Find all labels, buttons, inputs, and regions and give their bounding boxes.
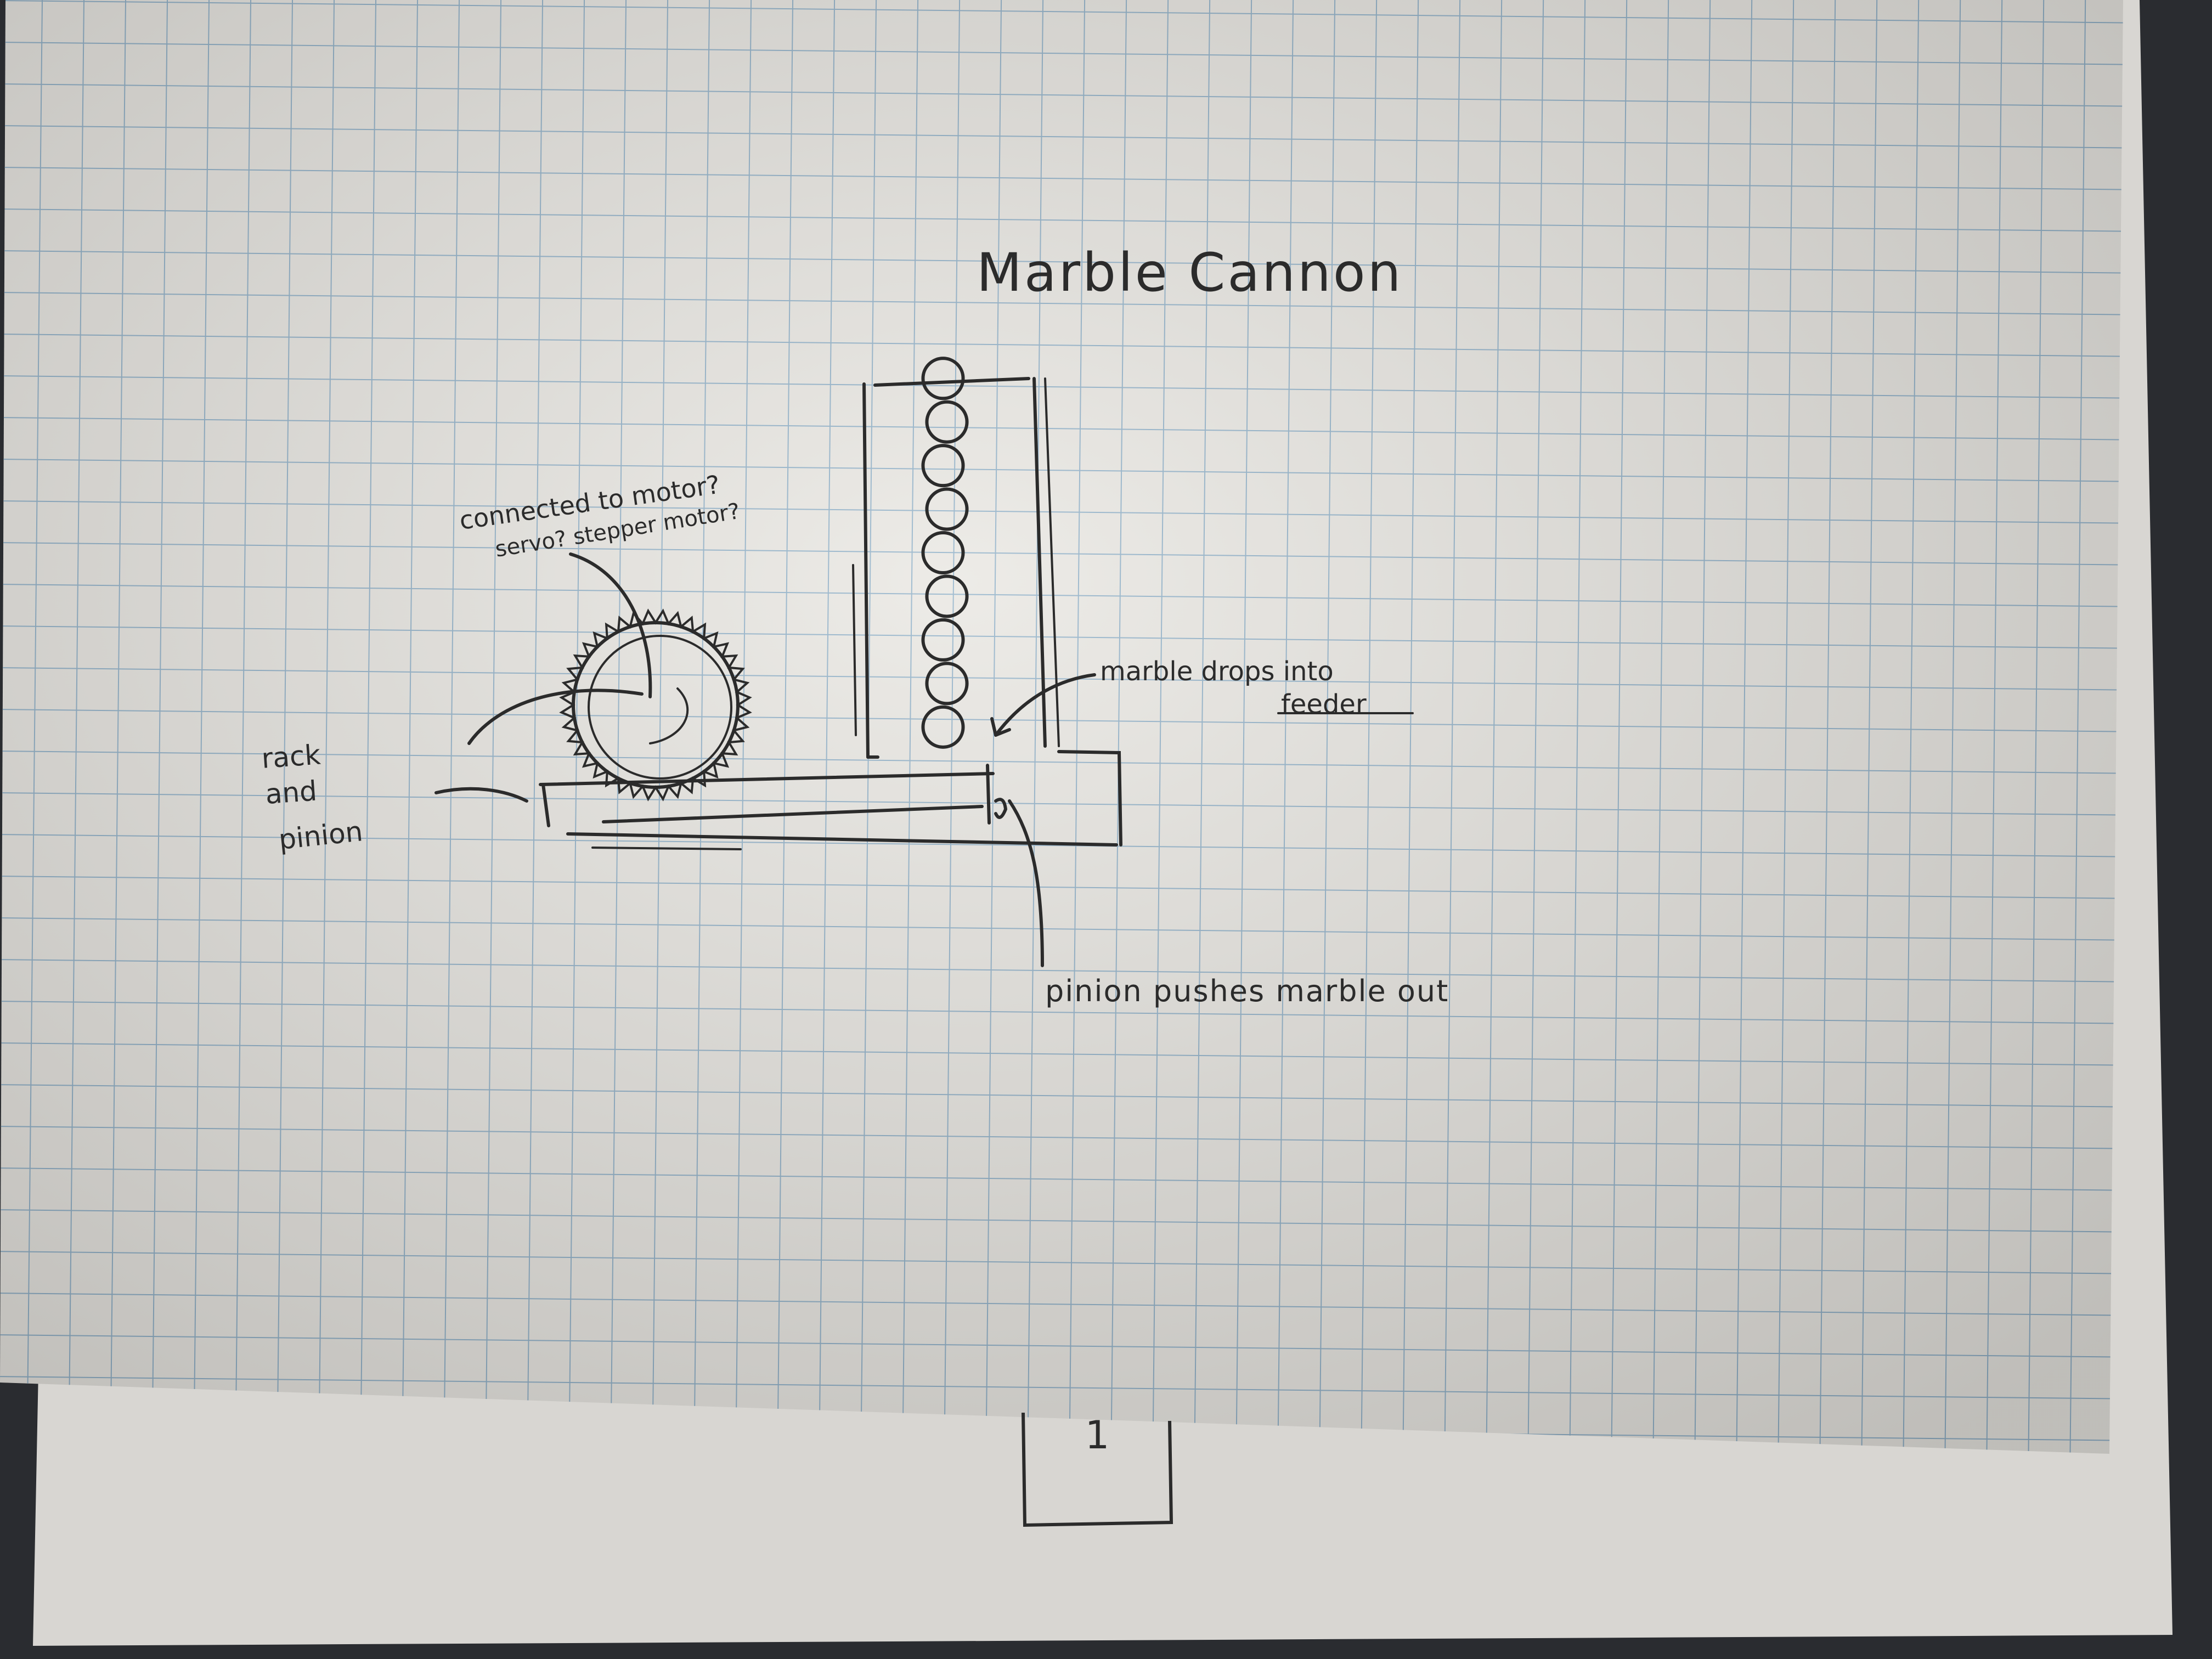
diagram-title: Marble Cannon	[977, 242, 1403, 303]
rack-note-line2: and	[264, 775, 318, 810]
pinion-push-note: pinion pushes marble out	[1045, 974, 1449, 1008]
feeder-divider	[988, 765, 989, 823]
rack-note-line1: rack	[261, 739, 321, 775]
page-number: 1	[1085, 1413, 1110, 1458]
marble-drop-note-line2: feeder	[1281, 689, 1367, 720]
paper-shading	[0, 0, 2123, 1454]
marble-drop-note-line1: marble drops into	[1100, 656, 1334, 687]
